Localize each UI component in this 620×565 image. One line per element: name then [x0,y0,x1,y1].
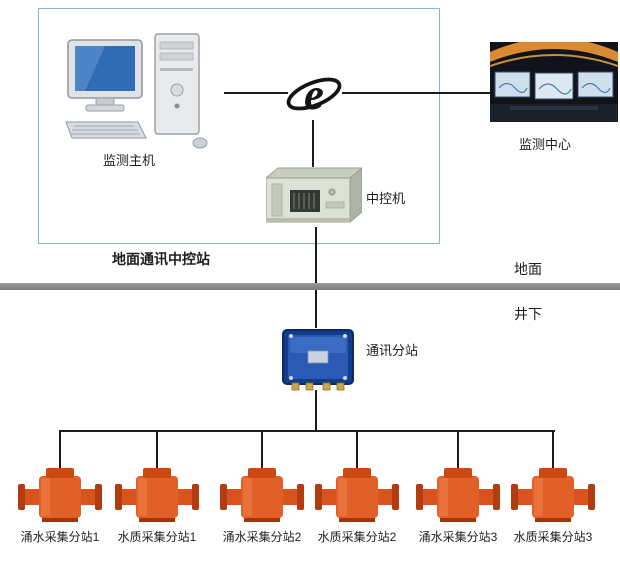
device-node: 涌水采集分站1 [5,466,115,545]
device-label: 水质采集分站1 [117,530,197,544]
device-label: 涌水采集分站1 [20,530,100,544]
device-node: 水质采集分站1 [102,466,212,545]
rack-server-icon [264,164,364,231]
bus-line [59,430,555,432]
drop-line-4 [356,430,358,468]
server-label: 中控机 [366,191,406,206]
device-label: 水质采集分站3 [513,530,593,544]
line-internet-to-server [312,120,314,167]
drop-line-5 [457,430,459,468]
flow-meter-icon [115,468,199,522]
flow-meter-icon [416,468,500,522]
substation-label: 通讯分站 [366,343,419,358]
device-label: 涌水采集分站2 [222,530,302,544]
desktop-computer-icon [60,32,210,155]
device-node: 涌水采集分站2 [207,466,317,545]
drop-line-2 [156,430,158,468]
flow-meter-icon [511,468,595,522]
center-label: 监测中心 [519,137,572,152]
ground-box-label: 地面通讯中控站 [112,251,210,267]
device-label: 水质采集分站2 [317,530,397,544]
line-substation-to-bus [315,390,317,432]
line-host-to-internet [224,92,288,94]
host-label: 监测主机 [103,153,156,168]
drop-line-3 [261,430,263,468]
device-label: 涌水采集分站3 [418,530,498,544]
flow-meter-icon [315,468,399,522]
internet-e-logo-icon: e [286,66,342,127]
device-node: 水质采集分站3 [498,466,608,545]
surface-label: 地面 [514,261,542,277]
flow-meter-icon [18,468,102,522]
line-server-to-substation [315,227,317,328]
junction-box-icon [282,326,354,397]
monitoring-room-image [489,38,619,127]
svg-text:e: e [304,69,324,119]
underground-label: 井下 [514,306,542,322]
device-node: 水质采集分站2 [302,466,412,545]
line-internet-to-center [342,92,490,94]
drop-line-1 [59,430,61,468]
device-node: 涌水采集分站3 [403,466,513,545]
ground-divider-bar [0,283,620,290]
drop-line-6 [552,430,554,468]
flow-meter-icon [220,468,304,522]
